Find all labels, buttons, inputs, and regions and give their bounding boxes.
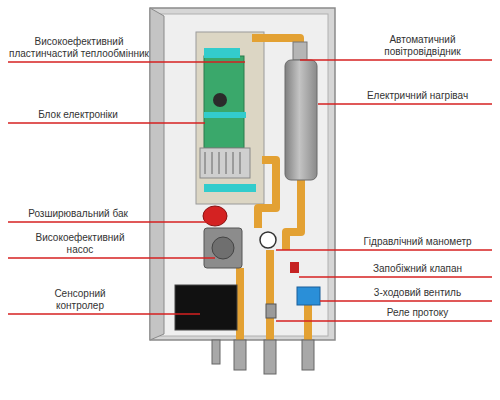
leader-line bbox=[8, 221, 210, 222]
touch-controller bbox=[175, 285, 237, 330]
pcb-component bbox=[204, 48, 240, 58]
leader-line bbox=[8, 61, 245, 62]
part-label: Високоефективний насос bbox=[30, 232, 130, 256]
three-way-valve bbox=[297, 287, 320, 305]
pump-motor bbox=[212, 237, 234, 259]
leader-line bbox=[299, 276, 492, 277]
part-label: Реле протоку bbox=[345, 307, 490, 319]
expansion-tank bbox=[203, 206, 227, 226]
pipe-fitting bbox=[212, 340, 220, 364]
part-label: 3-ходовий вентиль bbox=[345, 287, 490, 299]
pcb-knob bbox=[213, 93, 227, 107]
pipe-fitting bbox=[234, 340, 246, 370]
safety-valve bbox=[290, 262, 299, 273]
copper-pipe bbox=[286, 178, 301, 250]
electric-heater bbox=[285, 60, 317, 180]
leader-line bbox=[276, 320, 492, 321]
copper-pipe bbox=[258, 160, 276, 228]
copper-pipe bbox=[266, 250, 274, 342]
leader-line bbox=[8, 122, 205, 123]
side-panel bbox=[150, 8, 164, 340]
part-label: Розширювальний бак bbox=[8, 208, 148, 220]
leader-line bbox=[8, 257, 215, 258]
air-vent bbox=[293, 42, 307, 60]
part-label: Сенсорний контролер bbox=[40, 288, 120, 312]
pcb-board bbox=[204, 56, 244, 148]
part-label: Запобіжний клапан bbox=[345, 263, 490, 275]
leader-line bbox=[320, 300, 492, 301]
pump-body bbox=[204, 228, 242, 268]
part-label: Високоефективний пластинчастий теплообмі… bbox=[8, 36, 150, 60]
flow-relay bbox=[266, 304, 276, 318]
heat-exchanger bbox=[196, 32, 264, 204]
leader-line bbox=[318, 103, 492, 104]
terminal-lines bbox=[205, 152, 240, 174]
part-label: Автоматичний повітровідвідник bbox=[370, 34, 475, 58]
leader-line bbox=[276, 249, 492, 250]
pcb-component bbox=[204, 112, 246, 118]
pressure-gauge bbox=[260, 232, 276, 248]
leader-line bbox=[300, 59, 492, 60]
part-label: Електричний нагрівач bbox=[345, 90, 490, 102]
terminal-block bbox=[200, 148, 250, 178]
leader-lines bbox=[8, 60, 492, 321]
part-label: Гідравлічний манометр bbox=[345, 236, 490, 248]
part-label: Блок електроніки bbox=[8, 109, 148, 121]
leader-line bbox=[8, 313, 200, 314]
pipe-fitting bbox=[302, 340, 314, 370]
pipe-fitting bbox=[264, 340, 276, 374]
pcb-component bbox=[204, 184, 256, 192]
